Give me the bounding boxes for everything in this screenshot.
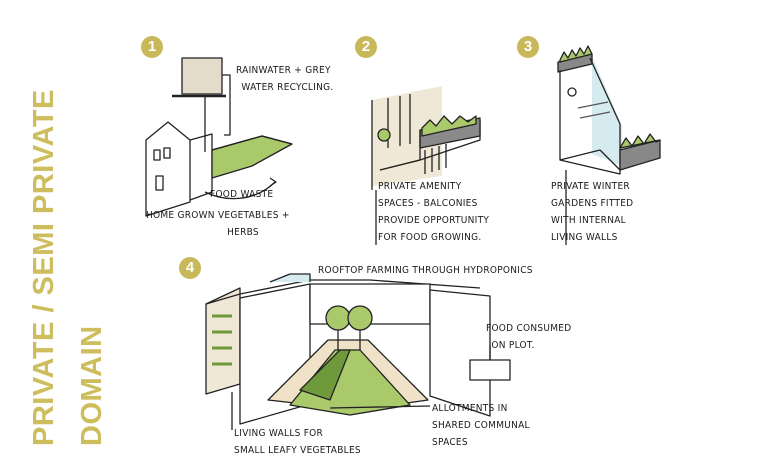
caption-panel-1: HOME GROWN VEGETABLES + HERBS xyxy=(146,207,290,241)
sketch-balcony xyxy=(371,86,481,245)
caption-panel-3: PRIVATE WINTER GARDENS FITTED WITH INTER… xyxy=(551,178,633,246)
label-line: WITH INTERNAL xyxy=(551,215,626,226)
label-food-waste: FOOD WASTE xyxy=(210,189,274,200)
label-line: WATER RECYCLING. xyxy=(241,82,334,93)
label-line: PROVIDE OPPORTUNITY xyxy=(378,215,490,226)
label-line: PRIVATE AMENITY xyxy=(378,181,462,192)
step-badge-4: 4 xyxy=(179,257,201,279)
label-food-consumed: FOOD CONSUMED ON PLOT. xyxy=(486,320,571,354)
label-line: SHARED COMMUNAL xyxy=(432,420,530,431)
label-rooftop-farming: ROOFTOP FARMING THROUGH HYDROPONICS xyxy=(318,265,533,276)
label-water-recycling: RAINWATER + GREY WATER RECYCLING. xyxy=(236,62,333,96)
label-line: HOME GROWN VEGETABLES + xyxy=(146,210,290,221)
label-line: SMALL LEAFY VEGETABLES xyxy=(234,445,361,456)
label-line: ON PLOT. xyxy=(491,340,535,351)
caption-panel-2: PRIVATE AMENITY SPACES - BALCONIES PROVI… xyxy=(378,178,489,246)
label-line: ALLOTMENTS IN xyxy=(432,403,508,414)
label-line: FOOD CONSUMED xyxy=(486,323,572,334)
step-badge-1: 1 xyxy=(141,36,163,58)
label-line: PRIVATE WINTER xyxy=(551,181,630,192)
label-line: LIVING WALLS FOR xyxy=(234,428,324,439)
label-line: LIVING WALLS xyxy=(551,232,618,243)
label-living-walls: LIVING WALLS FOR SMALL LEAFY VEGETABLES xyxy=(234,425,361,459)
label-line: GARDENS FITTED xyxy=(551,198,634,209)
label-line: HERBS xyxy=(227,227,259,238)
sketch-house-recycling xyxy=(145,57,293,217)
step-badge-2: 2 xyxy=(355,36,377,58)
label-allotments: ALLOTMENTS IN SHARED COMMUNAL SPACES xyxy=(432,400,530,451)
label-line: RAINWATER + GREY xyxy=(236,65,331,76)
sketch-communal-allotments xyxy=(205,273,511,430)
sketch-winter-garden xyxy=(557,45,661,245)
label-line: FOR FOOD GROWING. xyxy=(378,232,482,243)
step-badge-3: 3 xyxy=(517,36,539,58)
label-line: SPACES xyxy=(432,437,468,448)
label-line: SPACES - BALCONIES xyxy=(378,198,478,209)
